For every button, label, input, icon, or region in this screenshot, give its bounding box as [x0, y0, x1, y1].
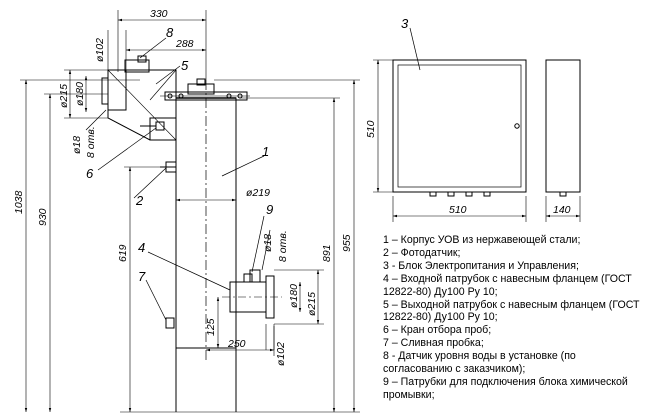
- control-unit-front: [392, 59, 527, 197]
- dim-102-bottom: ø102: [275, 342, 287, 366]
- dim-288: 288: [175, 38, 194, 50]
- legs: [120, 348, 360, 413]
- legend-item-2: 2 – Фотодатчик;: [383, 246, 461, 259]
- control-unit-dimensions: [373, 59, 581, 222]
- legend-item-5: 5 – Выходной патрубок с навесным фланцем…: [383, 298, 640, 324]
- dim-219: ø219: [246, 187, 270, 199]
- dim-891: 891: [321, 244, 333, 262]
- control-unit-side: [545, 59, 581, 197]
- dim-140: 140: [553, 204, 571, 216]
- legend-item-8: 8 - Датчик уровня воды в установке (по с…: [383, 350, 576, 376]
- callout-5: 5: [181, 58, 189, 73]
- dim-215-left: ø215: [58, 84, 70, 108]
- dim-250: 250: [227, 338, 246, 350]
- legend-item-6: 6 – Кран отбора проб;: [383, 324, 492, 337]
- dim-955: 955: [341, 234, 353, 252]
- dim-18-bottom: ø18: [262, 234, 274, 252]
- dim-180-bottom: ø180: [288, 284, 300, 308]
- dim-180-left: ø180: [74, 82, 86, 106]
- dim-930: 930: [37, 208, 49, 226]
- dim-330: 330: [150, 8, 168, 20]
- top-flange: [160, 78, 250, 101]
- callout-4: 4: [138, 240, 145, 255]
- callout-numbers: 8 5 6 2 1 9 4 7 3: [86, 16, 409, 284]
- legend-item-3: 3 - Блок Электропитания и Управления;: [383, 259, 579, 272]
- vessel-body: [175, 80, 237, 360]
- dim-8-holes-bottom: 8 отв.: [277, 230, 289, 262]
- dim-619: 619: [117, 244, 129, 262]
- dim-102-top: ø102: [94, 38, 106, 62]
- callout-2: 2: [135, 193, 144, 208]
- dim-1038: 1038: [13, 190, 25, 214]
- callout-7: 7: [138, 269, 146, 284]
- legend-item-9: 9 – Патрубки для подключения блока химич…: [383, 375, 628, 401]
- dimension-lines: [20, 10, 360, 412]
- callout-1: 1: [262, 144, 269, 159]
- callout-leaders: [85, 27, 421, 321]
- dim-510-height: 510: [365, 120, 377, 138]
- legend-item-1: 1 – Корпус УОВ из нержавеющей стали;: [383, 234, 581, 246]
- dim-18-left: ø18: [71, 136, 83, 154]
- drain-plug: [165, 317, 175, 329]
- inlet-pipe: [222, 269, 282, 319]
- legend-item-4: 4 – Входной патрубок с навесным фланцем …: [383, 272, 632, 298]
- legend: 1 – Корпус УОВ из нержавеющей стали; 2 –…: [383, 234, 645, 402]
- dim-125: 125: [205, 318, 217, 336]
- callout-6: 6: [86, 166, 94, 181]
- dim-8-holes-left: 8 отв.: [85, 126, 97, 158]
- dim-215-bottom: ø215: [306, 292, 318, 316]
- dim-510-width: 510: [449, 204, 467, 216]
- legend-item-7: 7 – Сливная пробка;: [383, 337, 484, 350]
- callout-3: 3: [401, 16, 409, 31]
- dimension-labels: 330 288 ø102 ø215 ø180 ø18 8 отв. 1038 9…: [13, 8, 571, 366]
- callout-9: 9: [266, 202, 273, 217]
- callout-8: 8: [166, 25, 174, 40]
- sampling-valve: [140, 117, 177, 141]
